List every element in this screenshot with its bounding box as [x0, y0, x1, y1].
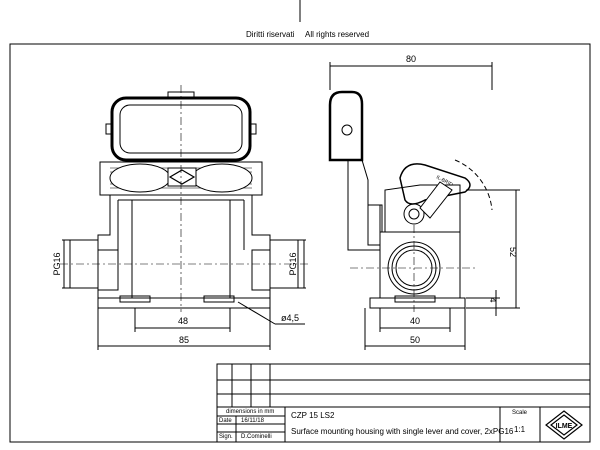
dim-pg16-left: PG16 [52, 252, 62, 275]
rights-italian: Diritti riservati [246, 30, 295, 39]
scale-value: 1:1 [514, 425, 526, 434]
front-logo-diamond [168, 169, 196, 185]
drawing-description: Surface mounting housing with single lev… [291, 427, 514, 436]
sign-value: D.Cominelli [241, 434, 272, 440]
front-cover-right-pin [248, 123, 257, 135]
front-fixing-slot-right [203, 295, 235, 303]
dim-hole: ø4,5 [281, 313, 299, 323]
side-base [369, 297, 466, 309]
dim-80: 80 [406, 54, 416, 64]
sign-label: Sign. [219, 434, 233, 440]
front-cover-left-pin [105, 123, 114, 135]
front-logo-plate [167, 167, 197, 187]
date-value: 16/11/18 [241, 418, 264, 424]
sheet-border [9, 43, 591, 443]
dim-4: 4 [488, 297, 498, 302]
drawing-code: CZP 15 LS2 [291, 411, 335, 420]
front-lever-band [99, 161, 263, 196]
title-block [216, 363, 591, 443]
side-cover [328, 90, 364, 162]
dim-85: 85 [179, 335, 189, 345]
logo-text: ILME [556, 423, 573, 430]
dim-pg16-right: PG16 [288, 252, 298, 275]
units-label: dimensions in mm [226, 409, 275, 415]
side-view [328, 62, 520, 350]
date-label: Date [219, 418, 232, 424]
dim-50: 50 [410, 335, 420, 345]
dim-40: 40 [410, 316, 420, 326]
front-view [60, 85, 308, 350]
front-fixing-slot-left [119, 295, 151, 303]
dim-48: 48 [178, 316, 188, 326]
side-cover-pivot [341, 124, 353, 136]
front-base-flange [97, 297, 271, 309]
rights-english: All rights reserved [305, 30, 370, 39]
ilme-logo [545, 410, 583, 440]
scale-label: Scale [512, 410, 528, 416]
dim-52: 52 [508, 247, 518, 257]
